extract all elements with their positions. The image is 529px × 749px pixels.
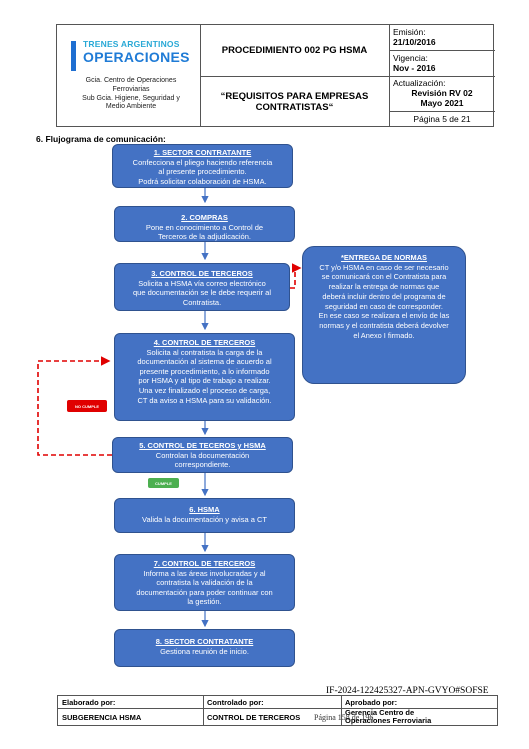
approval-table: Elaborado por: Controlado por: Aprobado … (57, 695, 498, 726)
flow-step-2: 2. COMPRAS Pone en conocimiento a Contro… (114, 206, 295, 242)
company-logo: TRENES ARGENTINOS OPERACIONES (71, 39, 191, 73)
flow-step-7: 7. CONTROL DE TERCEROS Informa a las áre… (114, 554, 295, 611)
logo-line-1: TRENES ARGENTINOS (83, 39, 180, 49)
page-number: Página 158 de 196 (314, 713, 374, 722)
flow-step-6: 6. HSMA Valida la documentación y avisa … (114, 498, 295, 533)
procedure-code: PROCEDIMIENTO 002 PG HSMA (221, 45, 368, 56)
flow-step-1: 1. SECTOR CONTRATANTE Confecciona el pli… (112, 144, 293, 188)
elaborado-value: SUBGERENCIA HSMA (62, 713, 142, 722)
section-title: 6. Flujograma de comunicación: (36, 134, 166, 144)
aprobado-value: Gerencia Centro de Operaciones Ferroviar… (345, 708, 432, 725)
elaborado-label: Elaborado por: (62, 698, 116, 707)
document-reference: IF-2024-122425327-APN-GVYO#SOFSE (326, 686, 489, 696)
emision-value: 21/10/2016 (393, 37, 436, 47)
revision-value: Revisión RV 02 (411, 88, 473, 98)
no-cumple-badge: NO CUMPLE (67, 400, 107, 412)
aprobado-label: Aprobado por: (345, 698, 398, 707)
department-text: Gcia. Centro de Operaciones Ferroviarias… (82, 77, 180, 111)
vigencia-label: Vigencia: (393, 53, 428, 63)
actualizacion-label: Actualización: (393, 78, 446, 88)
arrow-to-normas (290, 263, 302, 289)
flow-step-3: 3. CONTROL DE TERCEROS Solicita a HSMA v… (114, 263, 290, 311)
entrega-de-normas-box: *ENTREGA DE NORMAS CT y/o HSMA en caso d… (302, 246, 466, 384)
vigencia-value: Nov - 2016 (393, 63, 436, 73)
cumple-badge: CUMPLE (148, 478, 179, 488)
flow-step-8: 8. SECTOR CONTRATANTE Gestiona reunión d… (114, 629, 295, 667)
controlado-label: Controlado por: (207, 698, 264, 707)
arrow-no-cumple-loop (37, 356, 112, 456)
logo-line-2: OPERACIONES (83, 49, 190, 65)
revision-date: Mayo 2021 (420, 98, 464, 108)
document-header: TRENES ARGENTINOS OPERACIONES Gcia. Cent… (56, 24, 495, 127)
controlado-value: CONTROL DE TERCEROS (207, 713, 301, 722)
flow-step-5: 5. CONTROL DE TECEROS y HSMA Controlan l… (112, 437, 293, 473)
page-indicator: Página 5 de 21 (413, 114, 471, 124)
emision-label: Emisión: (393, 27, 426, 37)
flow-step-4: 4. CONTROL DE TERCEROS Solicita al contr… (114, 333, 295, 421)
